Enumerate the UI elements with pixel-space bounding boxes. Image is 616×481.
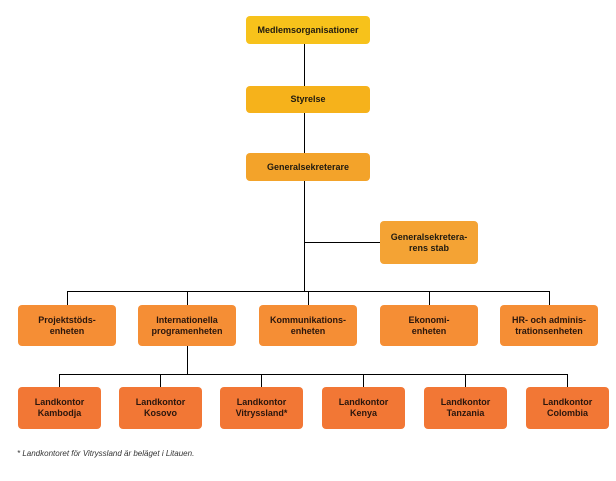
node-office-vitryssland: Landkontor Vitryssland* bbox=[220, 387, 303, 429]
node-styrelse: Styrelse bbox=[246, 86, 370, 113]
node-unit-internationella-program: Internationella programenheten bbox=[138, 305, 236, 346]
node-office-kambodja: Landkontor Kambodja bbox=[18, 387, 101, 429]
node-office-colombia: Landkontor Colombia bbox=[526, 387, 609, 429]
node-unit-kommunikation: Kommunikations- enheten bbox=[259, 305, 357, 346]
node-office-tanzania: Landkontor Tanzania bbox=[424, 387, 507, 429]
node-office-kosovo: Landkontor Kosovo bbox=[119, 387, 202, 429]
node-medlemsorganisationer: Medlemsorganisationer bbox=[246, 16, 370, 44]
node-generalsekreterare: Generalsekreterare bbox=[246, 153, 370, 181]
node-generalsekreterarens-stab: Generalsekretera- rens stab bbox=[380, 221, 478, 264]
node-unit-ekonomi: Ekonomi- enheten bbox=[380, 305, 478, 346]
node-unit-projektstod: Projektstöds- enheten bbox=[18, 305, 116, 346]
footnote: * Landkontoret för Vitryssland är beläge… bbox=[17, 449, 195, 458]
node-unit-hr-administration: HR- och adminis- trationsenheten bbox=[500, 305, 598, 346]
node-office-kenya: Landkontor Kenya bbox=[322, 387, 405, 429]
